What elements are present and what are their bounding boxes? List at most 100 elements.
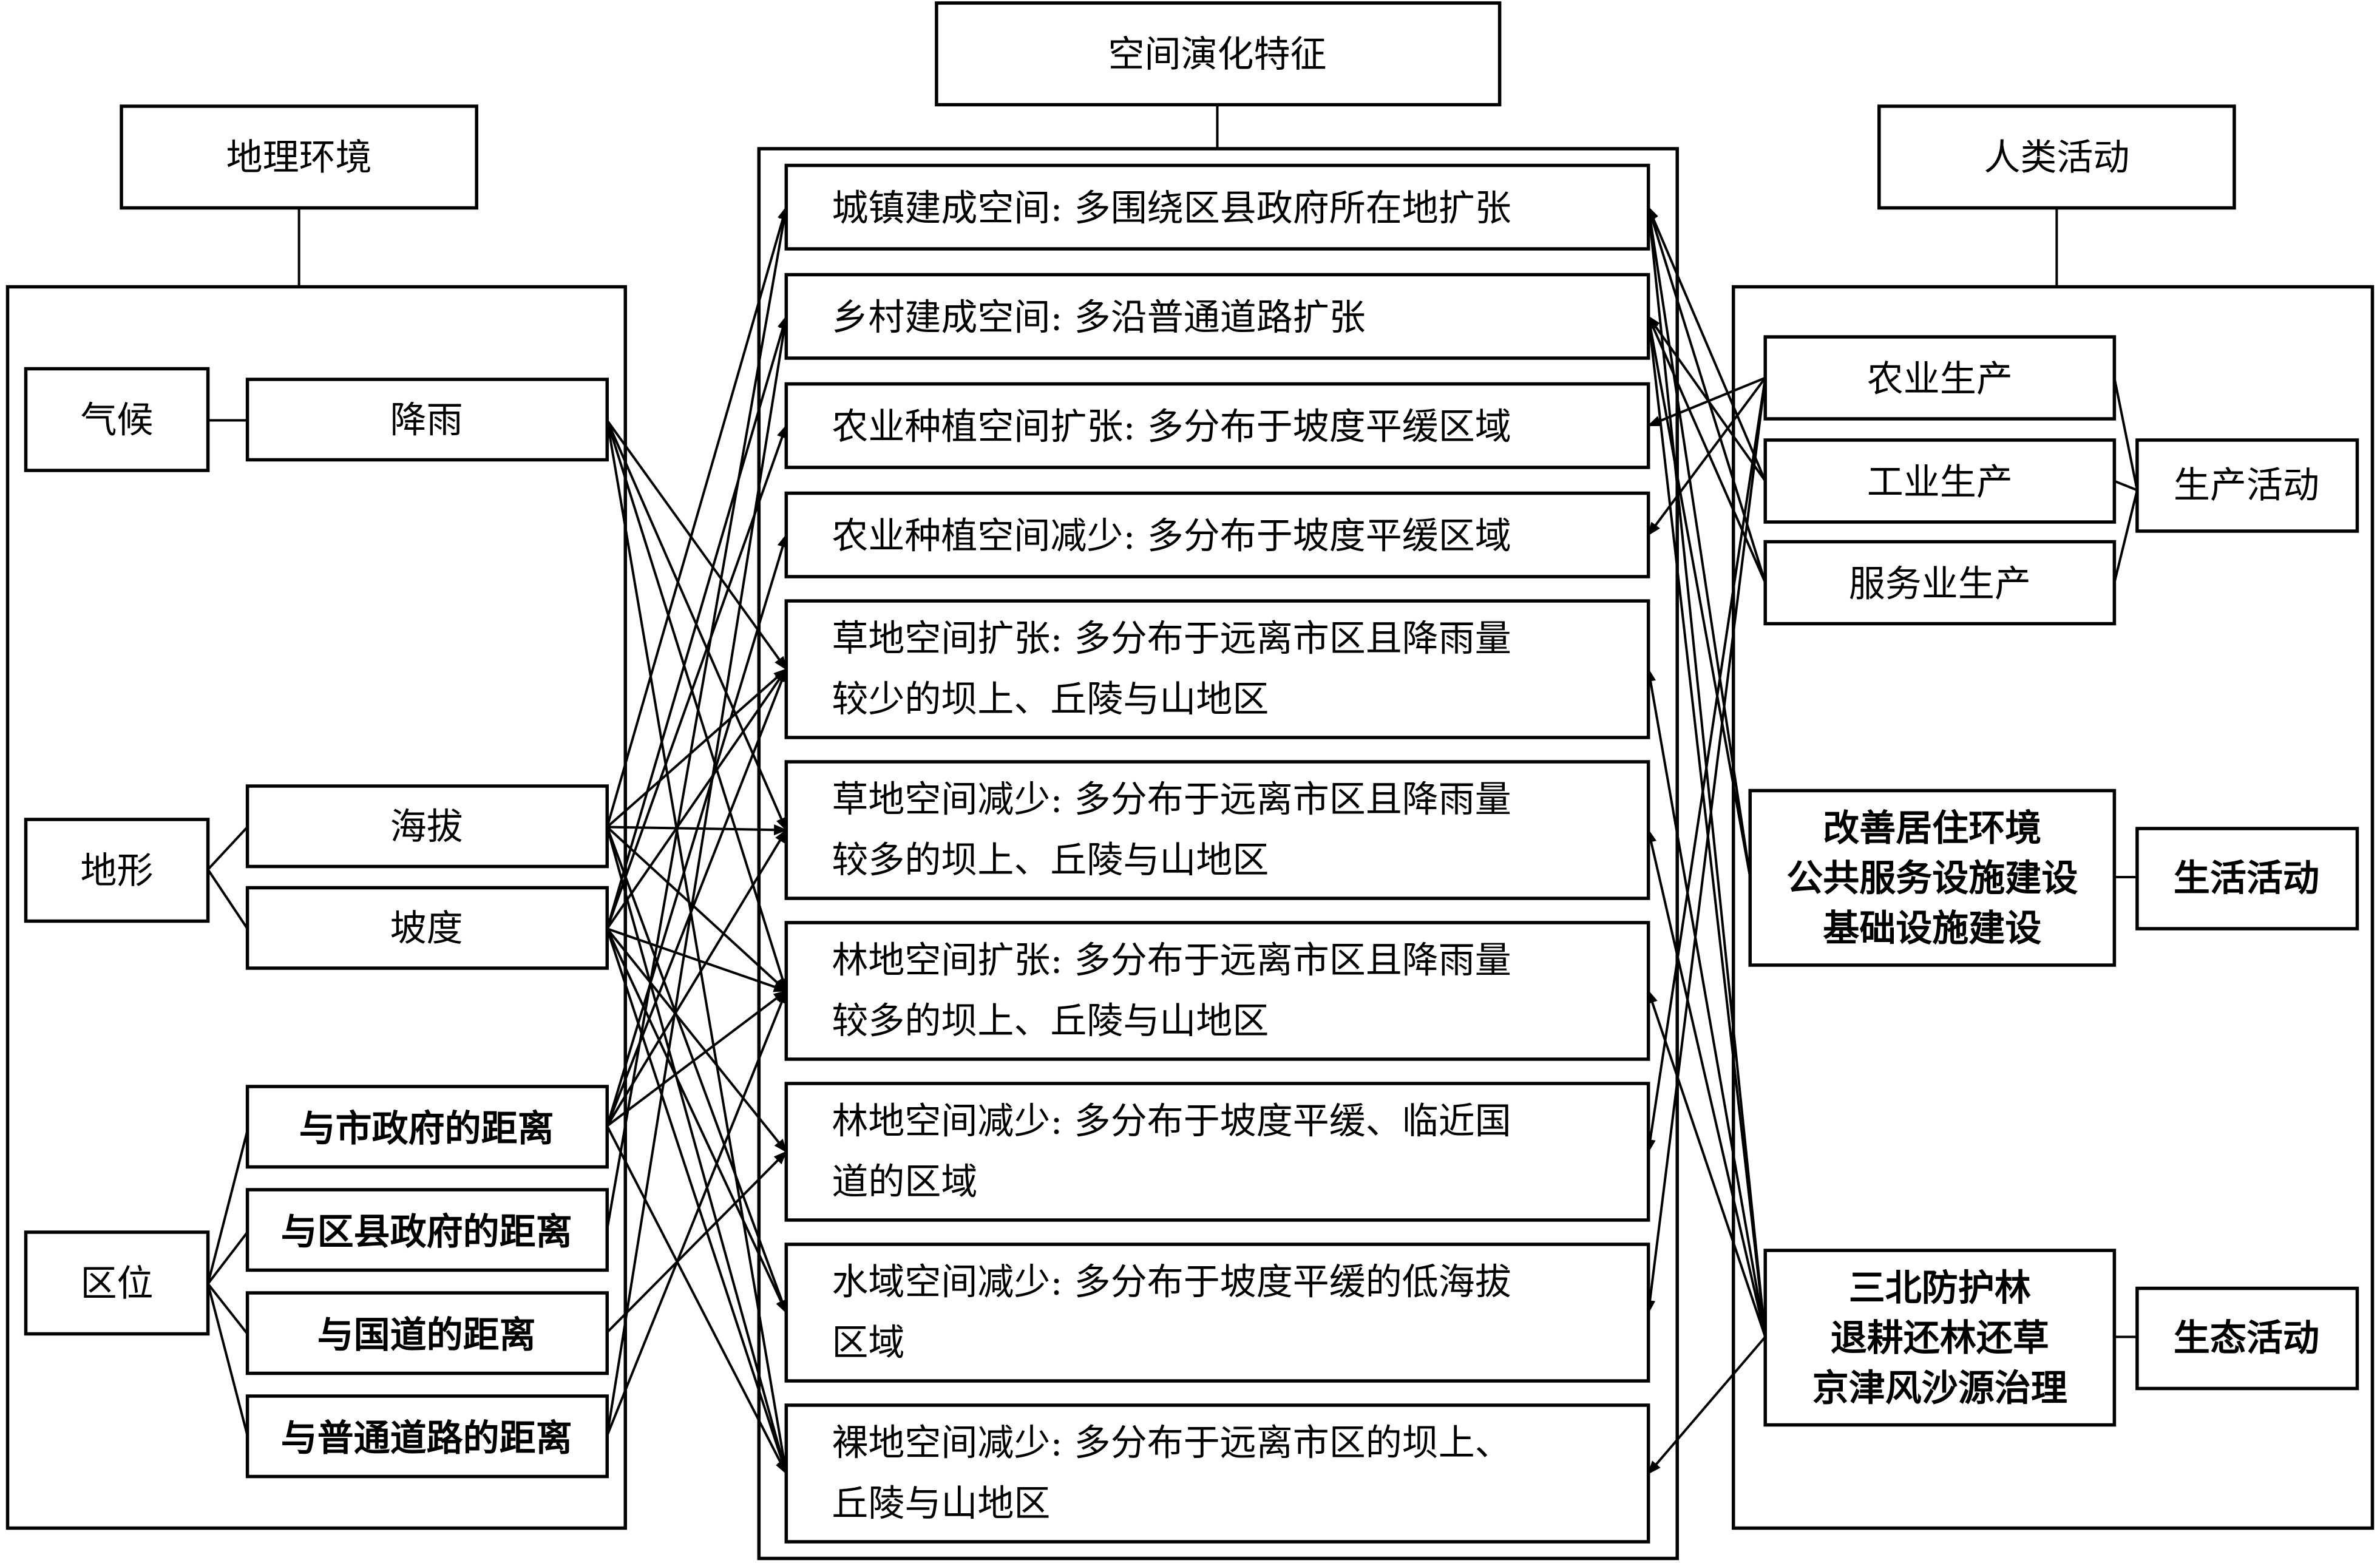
header-human-activity-label: 人类活动 bbox=[1984, 137, 2129, 179]
feature-forest-expand-line-2: 较多的坝上、丘陵与山地区 bbox=[832, 1000, 1269, 1043]
category-terrain: 地形 bbox=[24, 818, 210, 923]
link-eco_items-to-bare_reduce bbox=[1647, 1336, 1766, 1475]
group-ecology: 生态活动 bbox=[2135, 1286, 2359, 1391]
category-climate-label: 气候 bbox=[81, 399, 154, 442]
link-slope-to-grass_expand bbox=[606, 668, 787, 930]
category-climate: 气候 bbox=[24, 367, 210, 472]
geography-panel bbox=[5, 285, 628, 1530]
link-dist_city-to-grass_expand bbox=[606, 668, 788, 1127]
feature-grass-reduce-line-2: 较多的坝上、丘陵与山地区 bbox=[832, 839, 1269, 882]
link-eco_items-to-urban bbox=[1644, 206, 1767, 1337]
factor-distance-county-label: 与区县政府的距离 bbox=[281, 1211, 572, 1253]
factor-distance-city: 与市政府的距离 bbox=[245, 1085, 609, 1169]
category-location: 区位 bbox=[24, 1230, 210, 1336]
link-slope-to-forest_reduce bbox=[606, 927, 787, 1153]
group-production-label: 生产活动 bbox=[2174, 464, 2319, 507]
link-dist_city-to-forest_expand bbox=[606, 989, 788, 1127]
feature-water-reduce-line-1: 水域空间减少: 多分布于坡度平缓的低海拔 bbox=[832, 1261, 1511, 1304]
feature-agri-reduce: 农业种植空间减少: 多分布于坡度平缓区域 bbox=[784, 491, 1650, 578]
factor-slope: 坡度 bbox=[245, 886, 609, 970]
factor-distance-national-road: 与国道的距离 bbox=[245, 1291, 609, 1375]
category-terrain-label: 地形 bbox=[81, 850, 154, 892]
feature-bare-reduce-line-2: 丘陵与山地区 bbox=[832, 1483, 1050, 1525]
feature-grass-expand-line-1: 草地空间扩张: 多分布于远离市区且降雨量 bbox=[832, 618, 1511, 660]
link-rain-to-forest_expand bbox=[606, 419, 788, 992]
living-line-3: 基础设施建设 bbox=[1823, 907, 2041, 950]
feature-water-reduce-line-2: 区域 bbox=[832, 1322, 904, 1365]
feature-urban: 城镇建成空间: 多围绕区县政府所在地扩张 bbox=[784, 163, 1650, 251]
ecology-line-2: 退耕还林还草 bbox=[1831, 1317, 2049, 1360]
link-rain-to-grass_expand bbox=[606, 419, 787, 671]
geography-factors: 降雨 海拔 坡度 与市政府的距离 与区县政府的距离 与国道的距离 与普通道路的距… bbox=[245, 378, 609, 1479]
feature-forest-reduce-line-1: 林地空间减少: 多分布于坡度平缓、临近国 bbox=[832, 1100, 1511, 1143]
human-item-living: 改善居住环境 公共服务设施建设 基础设施建设 bbox=[1748, 788, 2117, 967]
feature-bare-reduce-line-1: 裸地空间减少: 多分布于远离市区的坝上、 bbox=[832, 1422, 1511, 1465]
link-ind_prod-to-urban bbox=[1647, 206, 1767, 482]
human-item-agri-production-label: 农业生产 bbox=[1867, 358, 2013, 401]
human-item-agri-production: 农业生产 bbox=[1763, 335, 2117, 421]
human-item-service-production: 服务业生产 bbox=[1763, 540, 2117, 626]
group-ecology-label: 生态活动 bbox=[2174, 1317, 2319, 1360]
factor-distance-national-road-label: 与国道的距离 bbox=[317, 1314, 536, 1357]
ecology-line-3: 京津风沙源治理 bbox=[1812, 1368, 2067, 1410]
header-geography: 地理环境 bbox=[120, 104, 478, 210]
link-serv_prod-to-rural bbox=[1647, 315, 1767, 583]
link-dist_national_road-to-forest_reduce bbox=[606, 1150, 787, 1334]
link-slope-to-rural bbox=[606, 315, 788, 929]
link-dist_county-to-urban bbox=[606, 206, 790, 1230]
group-living-label: 生活活动 bbox=[2174, 858, 2319, 900]
header-spatial-evolution: 空间演化特征 bbox=[935, 1, 1502, 107]
feature-grass-expand-line-2: 较少的坝上、丘陵与山地区 bbox=[832, 679, 1269, 721]
link-agri_prod-to-water_reduce bbox=[1644, 378, 1767, 1314]
link-agri_prod-to-agri_reduce bbox=[1647, 377, 1766, 537]
factor-distance-city-label: 与市政府的距离 bbox=[299, 1108, 554, 1150]
human-activity-panel bbox=[1731, 285, 2375, 1530]
link-eco_items-to-grass_expand bbox=[1645, 668, 1767, 1337]
link-dist_city-to-grass_reduce bbox=[606, 829, 788, 1127]
link-altitude-to-bare_reduce bbox=[606, 826, 788, 1475]
link-eco_items-to-grass_reduce bbox=[1646, 829, 1767, 1337]
human-item-industrial-production-label: 工业生产 bbox=[1867, 461, 2013, 504]
feature-forest-expand-line-1: 林地空间扩张: 多分布于远离市区且降雨量 bbox=[832, 940, 1511, 982]
feature-urban-line-1: 城镇建成空间: 多围绕区县政府所在地扩张 bbox=[832, 188, 1511, 230]
factor-distance-county: 与区县政府的距离 bbox=[245, 1188, 609, 1272]
link-altitude-to-water_reduce bbox=[606, 826, 788, 1314]
human-item-industrial-production: 工业生产 bbox=[1763, 438, 2117, 524]
ecology-line-1: 三北防护林 bbox=[1849, 1267, 2031, 1310]
factor-distance-ordinary-road: 与普通道路的距离 bbox=[245, 1394, 609, 1479]
factor-rain: 降雨 bbox=[245, 378, 609, 462]
living-line-1: 改善居住环境 bbox=[1823, 807, 2041, 850]
header-geography-label: 地理环境 bbox=[226, 137, 372, 179]
link-altitude-to-forest_expand bbox=[606, 826, 787, 992]
factor-altitude: 海拔 bbox=[245, 784, 609, 869]
group-living: 生活活动 bbox=[2135, 827, 2359, 931]
link-eco_items-to-forest_expand bbox=[1647, 989, 1767, 1338]
link-eco_items-to-rural bbox=[1644, 315, 1767, 1337]
link-serv_prod-to-urban bbox=[1647, 206, 1767, 583]
link-dist_ordinary_road-to-rural bbox=[606, 315, 790, 1436]
category-location-label: 区位 bbox=[81, 1263, 154, 1305]
living-line-2: 公共服务设施建设 bbox=[1786, 858, 2078, 900]
feature-agri-expand-line-1: 农业种植空间扩张: 多分布于坡度平缓区域 bbox=[832, 406, 1511, 449]
factor-slope-label: 坡度 bbox=[390, 907, 463, 950]
feature-agri-reduce-line-1: 农业种植空间减少: 多分布于坡度平缓区域 bbox=[832, 515, 1511, 558]
link-dist_city-to-agri_reduce bbox=[606, 534, 788, 1127]
feature-agri-expand: 农业种植空间扩张: 多分布于坡度平缓区域 bbox=[784, 382, 1650, 469]
link-slope-to-bare_reduce bbox=[606, 928, 788, 1475]
header-spatial-evolution-label: 空间演化特征 bbox=[1108, 33, 1326, 76]
link-dist_ordinary_road-to-forest_expand bbox=[606, 989, 788, 1436]
human-item-service-production-label: 服务业生产 bbox=[1849, 563, 2031, 606]
links-layer bbox=[606, 206, 1767, 1475]
link-slope-to-forest_expand bbox=[606, 927, 788, 992]
human-item-ecology: 三北防护林 退耕还林还草 京津风沙源治理 bbox=[1763, 1249, 2117, 1427]
header-human-activity: 人类活动 bbox=[1877, 104, 2236, 210]
link-slope-to-water_reduce bbox=[606, 928, 788, 1314]
factor-altitude-label: 海拔 bbox=[390, 806, 463, 849]
spatial-evolution-panel bbox=[757, 147, 1679, 1561]
group-production: 生产活动 bbox=[2135, 438, 2359, 533]
